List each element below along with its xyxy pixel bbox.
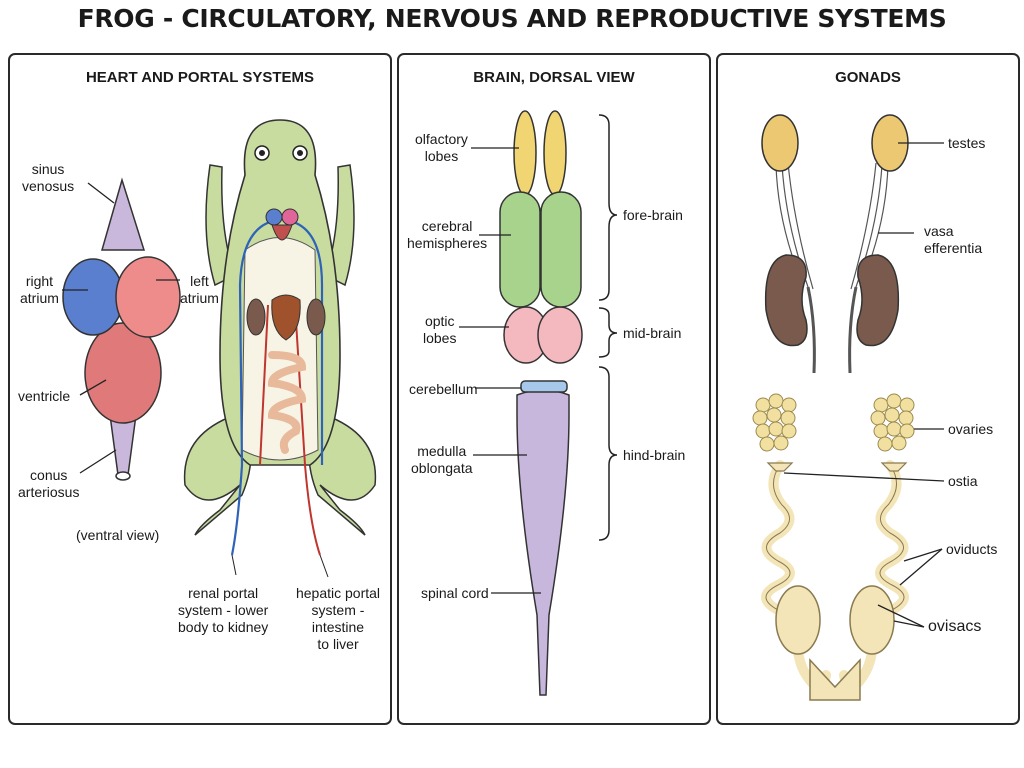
medulla-spinal-shape	[516, 389, 570, 696]
frog-intestine	[267, 351, 307, 454]
conus-opening	[115, 471, 131, 481]
label-oviducts: oviducts	[946, 541, 998, 557]
sinus-venosus-leader	[87, 182, 115, 204]
brain-panel-title: BRAIN, DORSAL VIEW	[473, 69, 635, 86]
heart-panel-title: HEART AND PORTAL SYSTEMS	[85, 69, 315, 86]
frog-artery-right	[294, 304, 321, 556]
label-testes: testes	[948, 135, 986, 151]
ovary-left	[752, 393, 797, 452]
oviducts-leader-1	[903, 548, 943, 562]
label-medulla-oblongata: medulla oblongata	[411, 443, 473, 476]
label-view-note: (ventral view)	[76, 527, 160, 543]
label-optic-lobes: optic lobes	[423, 313, 457, 346]
ovisacs-leader-2	[893, 620, 925, 628]
label-ovaries: ovaries	[948, 421, 994, 437]
frog-heart-ventricle	[271, 224, 293, 241]
label-spinal-cord: spinal cord	[421, 585, 489, 601]
kidney-right	[856, 254, 900, 347]
frog-vein-left	[230, 218, 279, 556]
gonads-panel-title: GONADS	[835, 69, 901, 86]
brain-illustration	[459, 110, 618, 696]
cerebral-hemisphere-right	[540, 191, 582, 308]
male-gonads	[761, 114, 944, 374]
oviducts-leader-2	[899, 548, 943, 586]
ostium-right	[880, 462, 908, 472]
hind-brain-brace	[598, 366, 618, 541]
conus-arteriosus-shape	[109, 414, 137, 476]
ovisac-left	[775, 585, 821, 655]
label-conus-arteriosus: conus arteriosus	[18, 467, 80, 500]
label-ovisacs: ovisacs	[928, 618, 982, 635]
frog-pupil-left	[259, 150, 265, 156]
label-right-atrium: right atrium	[20, 273, 59, 306]
ventricle-shape	[84, 322, 162, 424]
frog-pupil-right	[297, 150, 303, 156]
frog-liver	[271, 294, 301, 341]
oviduct-left	[761, 460, 831, 694]
label-sinus-venosus: sinus venosus	[22, 161, 75, 194]
ventricle-leader	[79, 379, 107, 396]
frog-heart-blue	[265, 208, 283, 226]
olfactory-lobe-left	[513, 110, 537, 196]
heart-diagram	[62, 177, 181, 481]
optic-lobe-right	[537, 306, 583, 364]
ostia-leader	[783, 472, 945, 482]
brain-panel: BRAIN, DORSAL VIEW olfactory lobes cereb…	[397, 53, 711, 725]
ovary-right	[870, 393, 915, 452]
testis-left	[761, 114, 799, 172]
cerebral-hemisphere-left	[499, 191, 541, 308]
frog-artery-left	[259, 304, 269, 466]
renal-portal-leader	[231, 554, 237, 576]
mid-brain-brace	[598, 307, 618, 358]
label-ventricle: ventricle	[18, 388, 71, 404]
fore-brain-brace	[598, 114, 618, 301]
duct-right	[848, 286, 858, 374]
label-mid-brain: mid-brain	[623, 325, 682, 341]
label-fore-brain: fore-brain	[623, 207, 683, 223]
label-cerebellum: cerebellum	[409, 381, 478, 397]
label-ostia: ostia	[948, 473, 978, 489]
frog-belly	[241, 237, 319, 461]
sinus-venosus-shape	[101, 177, 146, 251]
heart-panel: HEART AND PORTAL SYSTEMS	[8, 53, 392, 725]
frog-kidney-right	[306, 298, 326, 336]
label-olfactory-lobes: olfactory lobes	[415, 131, 468, 164]
cloaca-junction	[809, 658, 861, 701]
conus-leader	[79, 449, 117, 474]
frog-heart-pink	[281, 208, 299, 226]
olfactory-lobe-right	[543, 110, 567, 196]
label-left-atrium: left atrium	[180, 273, 219, 306]
heart-frog-illustration	[62, 119, 377, 578]
right-atrium-shape	[62, 258, 124, 336]
label-cerebral-hemispheres: cerebral hemispheres	[407, 218, 488, 251]
gonads-panel: GONADS	[716, 53, 1020, 725]
duct-left	[806, 286, 816, 374]
label-hind-brain: hind-brain	[623, 447, 686, 463]
kidney-left	[764, 254, 808, 347]
ovisac-right	[849, 585, 895, 655]
ovisacs-leader-1	[877, 604, 925, 628]
ostium-left	[766, 462, 794, 472]
gonads-illustration	[752, 114, 945, 701]
page-title: FROG - CIRCULATORY, NERVOUS AND REPRODUC…	[77, 4, 947, 33]
female-gonads	[752, 393, 945, 701]
label-vasa-efferentia: vasa efferentia	[924, 223, 983, 256]
oviduct-right	[839, 460, 909, 694]
label-renal-portal: renal portal system - lower body to kidn…	[178, 585, 269, 635]
label-hepatic-portal: hepatic portal system - intestine to liv…	[295, 585, 381, 652]
left-atrium-shape	[115, 256, 181, 338]
frog-kidney-left	[246, 298, 266, 336]
cerebellum-shape	[520, 380, 568, 393]
hepatic-portal-leader	[319, 554, 329, 578]
frog-diagram	[183, 119, 377, 556]
